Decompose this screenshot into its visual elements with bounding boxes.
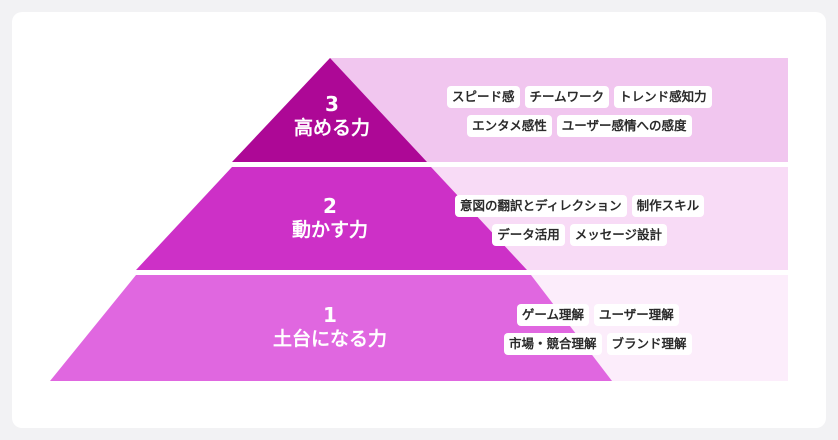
skill-tag: ユーザー感情への感度 [556,115,692,137]
level-1-number: 1 [323,303,337,327]
tag-row: 意図の翻訳とディレクション 制作スキル [455,195,705,217]
level-2-label: 2 動かす力 [250,194,410,242]
level-3-number: 3 [325,92,339,116]
skill-tag: チームワーク [524,86,610,108]
pyramid-tier-top [232,58,427,162]
skill-tag: データ活用 [492,224,565,246]
skill-tag: スピード感 [447,86,520,108]
tag-row: データ活用 メッセージ設計 [492,224,667,246]
pyramid-tier-bottom [50,275,612,381]
tag-row: スピード感 チームワーク トレンド感知力 [447,86,712,108]
level-1-label: 1 土台になる力 [250,303,410,351]
skill-tag: 制作スキル [631,195,705,217]
level-2-title: 動かす力 [291,219,368,241]
tag-row: エンタメ感性 ユーザー感情への感度 [467,115,692,137]
skill-tag: ゲーム理解 [516,304,589,326]
level-3-title: 高める力 [293,117,370,139]
skill-tag: メッセージ設計 [569,224,667,246]
level-1-tags: ゲーム理解 ユーザー理解 市場・競合理解 ブランド理解 [504,304,692,355]
skill-tag: 意図の翻訳とディレクション [455,195,627,217]
pyramid-tier-middle [136,167,527,270]
level-2-number: 2 [323,194,337,218]
level-2-tags: 意図の翻訳とディレクション 制作スキル データ活用 メッセージ設計 [455,195,705,246]
tag-row: ゲーム理解 ユーザー理解 [516,304,679,326]
skill-tag: ブランド理解 [606,333,692,355]
tag-row: 市場・競合理解 ブランド理解 [504,333,692,355]
level-1-title: 土台になる力 [272,328,387,350]
level-3-tags: スピード感 チームワーク トレンド感知力 エンタメ感性 ユーザー感情への感度 [447,86,712,137]
skill-tag: 市場・競合理解 [504,333,602,355]
skill-tag: トレンド感知力 [614,86,712,108]
skill-tag: ユーザー理解 [593,304,679,326]
level-3-label: 3 高める力 [252,92,412,140]
skill-tag: エンタメ感性 [467,115,552,137]
